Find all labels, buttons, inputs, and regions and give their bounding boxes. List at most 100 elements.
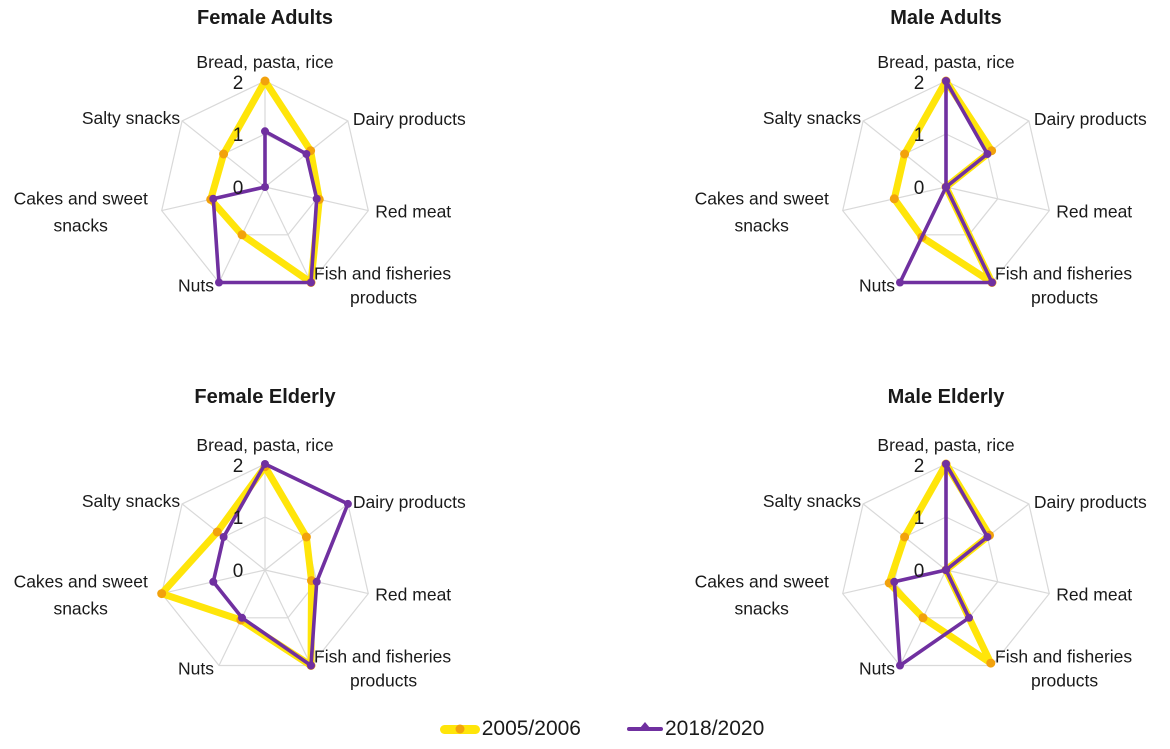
data-point-2018-2020 <box>261 127 269 136</box>
tick-label-1: 1 <box>233 125 244 146</box>
tick-label-0: 0 <box>914 178 925 199</box>
axis-label-4: Nuts <box>859 276 895 296</box>
axis-label-3: Fish and fisheries <box>995 264 1132 284</box>
data-point-2005-2006 <box>301 532 311 542</box>
grid-spoke <box>264 569 312 666</box>
data-point-2005-2006 <box>237 230 247 240</box>
tick-label-0: 0 <box>233 178 244 199</box>
legend-item-2005-2006: 2005/2006 <box>439 717 581 741</box>
tick-label-1: 1 <box>914 125 925 146</box>
axis-label-6: Salty snacks <box>82 108 180 128</box>
grid-spoke <box>945 569 1050 595</box>
series-2018-2020-swatch <box>627 722 663 731</box>
legend: 2005/2006 2018/2020 <box>0 709 1170 749</box>
data-point-2018-2020 <box>238 613 246 622</box>
chart-title: Female Elderly <box>194 386 336 408</box>
tick-label-2: 2 <box>914 456 925 477</box>
data-point-2018-2020 <box>219 533 228 541</box>
data-point-2018-2020 <box>302 150 311 158</box>
data-point-2018-2020 <box>312 194 321 203</box>
data-point-2018-2020 <box>261 183 269 191</box>
data-point-2005-2006 <box>212 527 222 537</box>
series-2005-2006-swatch <box>439 724 480 734</box>
axis-label-3-line2: products <box>1031 288 1098 308</box>
axis-label-4: Nuts <box>859 659 895 679</box>
axis-label-3-line2: products <box>350 671 417 691</box>
axis-label-6: Salty snacks <box>763 108 861 128</box>
data-point-2005-2006 <box>157 589 167 599</box>
chart-title: Female Adults <box>197 7 333 29</box>
data-point-2018-2020 <box>942 566 950 574</box>
data-point-2018-2020 <box>983 150 992 158</box>
series-2005-2006-line <box>207 77 323 286</box>
axis-label-3: Fish and fisheries <box>314 264 451 284</box>
series-2018-2020-line <box>211 462 350 668</box>
grid-ring-2 <box>161 463 369 667</box>
axis-label-3: Fish and fisheries <box>995 647 1132 667</box>
series-2005-2006-line <box>885 460 995 667</box>
axis-label-0: Bread, pasta, rice <box>877 52 1014 72</box>
data-point-2018-2020 <box>209 194 218 203</box>
triangle-marker-icon <box>640 722 650 728</box>
legend-label-2005-2006: 2005/2006 <box>481 717 581 740</box>
axis-label-1: Dairy products <box>353 109 466 129</box>
axis-label-6: Salty snacks <box>763 491 861 511</box>
tick-label-2: 2 <box>914 73 925 94</box>
axis-label-5-line2: snacks <box>734 216 789 236</box>
data-point-2018-2020 <box>983 533 992 541</box>
grid-spoke <box>264 186 312 283</box>
data-point-2018-2020 <box>209 577 218 586</box>
axis-label-6: Salty snacks <box>82 491 180 511</box>
series-2018-2020-line <box>211 129 319 285</box>
tick-label-2: 2 <box>233 73 244 94</box>
legend-item-2018-2020: 2018/2020 <box>627 717 764 741</box>
chart-title: Male Adults <box>890 7 1002 29</box>
data-point-2018-2020 <box>890 577 899 586</box>
data-point-2018-2020 <box>261 460 269 468</box>
tick-label-1: 1 <box>914 508 925 529</box>
grid-ring-2 <box>842 463 1050 667</box>
data-point-2018-2020 <box>343 499 352 508</box>
chart-title: Male Elderly <box>888 386 1006 408</box>
axis-label-5-line2: snacks <box>53 599 108 619</box>
data-point-2005-2006 <box>918 613 928 623</box>
tick-label-0: 0 <box>914 561 925 582</box>
data-point-2018-2020 <box>942 77 950 85</box>
axis-label-0: Bread, pasta, rice <box>196 52 333 72</box>
data-point-2018-2020 <box>307 278 315 287</box>
axis-label-5: Cakes and sweet <box>695 189 829 209</box>
axis-label-0: Bread, pasta, rice <box>877 435 1014 455</box>
axis-label-2: Red meat <box>375 202 451 222</box>
axis-label-1: Dairy products <box>1034 492 1147 512</box>
data-point-2005-2006 <box>900 532 910 542</box>
data-point-2005-2006 <box>889 194 899 204</box>
data-point-2005-2006 <box>900 149 910 159</box>
circle-marker-icon <box>455 724 465 734</box>
grid-spoke <box>945 186 1050 212</box>
data-point-2018-2020 <box>988 278 996 287</box>
axis-label-2: Red meat <box>1056 202 1132 222</box>
axis-label-0: Bread, pasta, rice <box>196 435 333 455</box>
data-point-2018-2020 <box>965 613 973 622</box>
axis-label-5-line2: snacks <box>53 216 108 236</box>
axis-label-2: Red meat <box>375 585 451 605</box>
tick-label-0: 0 <box>233 561 244 582</box>
axis-label-3-line2: products <box>1031 671 1098 691</box>
data-point-2018-2020 <box>215 278 223 287</box>
data-point-2018-2020 <box>307 661 315 670</box>
data-point-2005-2006 <box>219 149 229 159</box>
axis-label-1: Dairy products <box>353 492 466 512</box>
axis-label-3: Fish and fisheries <box>314 647 451 667</box>
tick-label-2: 2 <box>233 456 244 477</box>
data-point-2018-2020 <box>896 661 904 670</box>
data-point-2018-2020 <box>312 577 321 586</box>
axis-label-1: Dairy products <box>1034 109 1147 129</box>
